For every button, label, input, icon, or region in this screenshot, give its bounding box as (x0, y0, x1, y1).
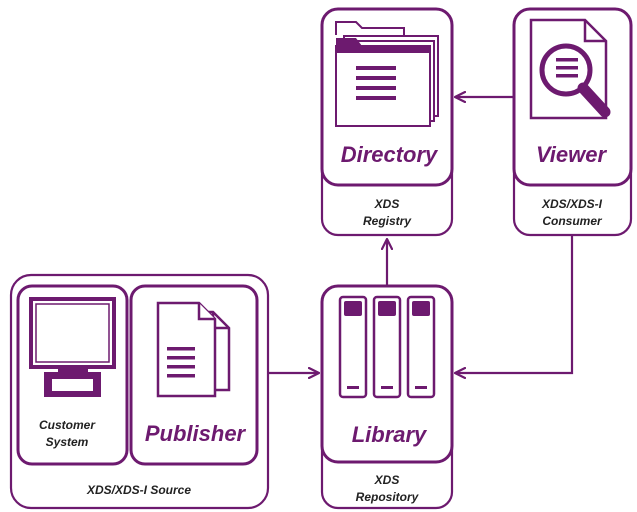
customer-label-line1: Customer (39, 418, 96, 432)
repository-label-line2: Repository (356, 490, 420, 504)
library-label: Library (352, 422, 428, 447)
publisher-label: Publisher (145, 421, 247, 446)
folder-stack-icon (335, 21, 439, 127)
directory-node: Directory XDS Registry (320, 7, 454, 237)
source-node: Customer System Publisher XDS/XDS-I Sour… (9, 273, 270, 510)
computer-monitor-icon (29, 297, 116, 397)
source-caption: XDS/XDS-I Source (86, 483, 191, 497)
directory-inner-box (320, 7, 454, 187)
viewer-node: Viewer XDS/XDS-I Consumer (512, 7, 633, 237)
documents-icon (156, 301, 231, 398)
directory-label: Directory (341, 142, 439, 167)
document-magnifier-icon (529, 18, 611, 120)
viewer-label: Viewer (536, 142, 608, 167)
edge-viewer-to-library (455, 235, 574, 373)
publisher-box (129, 284, 259, 466)
consumer-label-line2: Consumer (542, 214, 603, 228)
source-outer-box (9, 273, 270, 510)
registry-label-line2: Registry (363, 214, 412, 228)
repository-label-line1: XDS (374, 473, 400, 487)
registry-label-line1: XDS (374, 197, 400, 211)
connectors (268, 97, 574, 373)
customer-system-box (16, 284, 129, 466)
storage-cabinets-icon (338, 295, 436, 399)
customer-label-line2: System (46, 435, 89, 449)
consumer-label-line1: XDS/XDS-I (541, 197, 603, 211)
library-node: Library XDS Repository (320, 284, 454, 510)
